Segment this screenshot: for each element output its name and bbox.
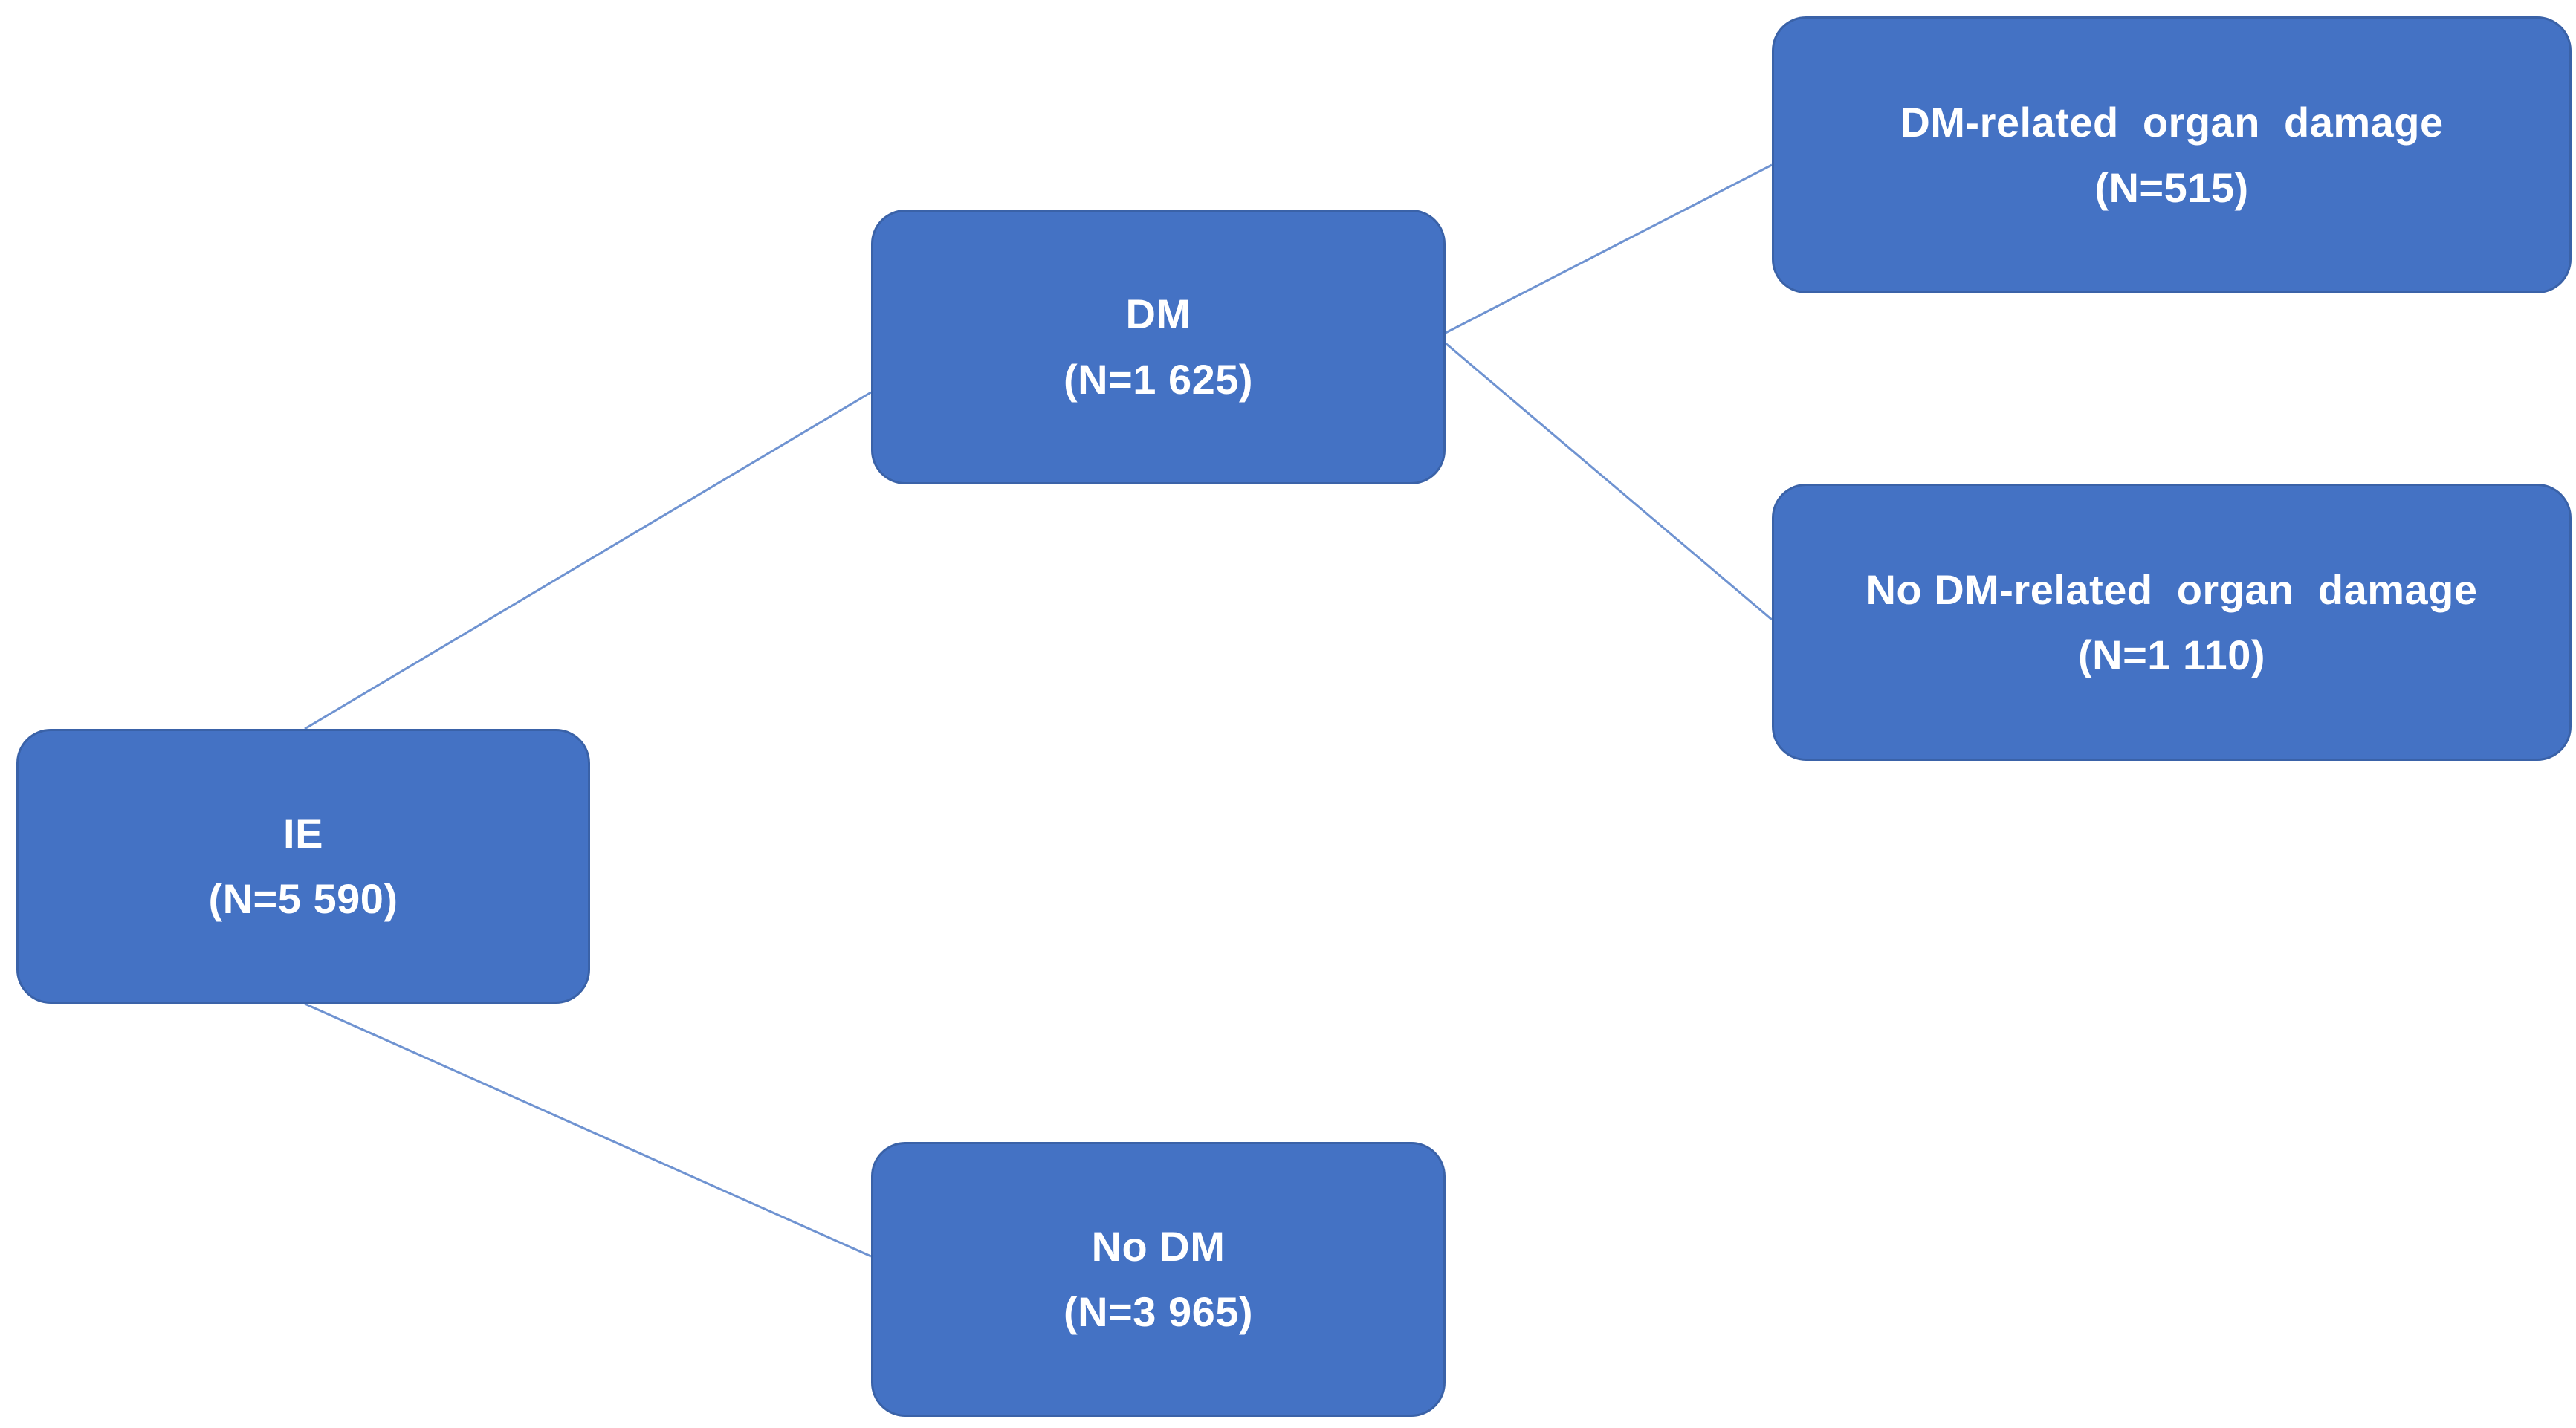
connector-dm-to-no-organ-damage <box>1445 342 1773 621</box>
node-no-dm-label: No DM <box>1091 1223 1226 1270</box>
node-organ-damage-count: (N=515) <box>2094 163 2249 211</box>
node-no-organ-damage: No DM-related organ damage (N=1 110) <box>1772 484 2572 761</box>
connector-ie-to-dm <box>304 391 872 730</box>
node-dm: DM (N=1 625) <box>871 210 1446 484</box>
node-organ-damage-label: DM-related organ damage <box>1900 98 2444 146</box>
node-no-dm-count: (N=3 965) <box>1063 1288 1254 1335</box>
node-ie-count: (N=5 590) <box>208 875 398 922</box>
node-organ-damage: DM-related organ damage (N=515) <box>1772 16 2572 293</box>
node-no-dm: No DM (N=3 965) <box>871 1142 1446 1417</box>
node-no-organ-damage-label: No DM-related organ damage <box>1865 565 2478 613</box>
connector-dm-to-organ-damage <box>1445 163 1773 334</box>
connector-ie-to-no-dm <box>304 1002 872 1258</box>
node-dm-count: (N=1 625) <box>1063 356 1254 403</box>
node-no-organ-damage-count: (N=1 110) <box>2078 631 2265 678</box>
node-ie: IE (N=5 590) <box>16 729 590 1004</box>
node-dm-label: DM <box>1125 291 1191 337</box>
node-ie-label: IE <box>283 810 323 857</box>
